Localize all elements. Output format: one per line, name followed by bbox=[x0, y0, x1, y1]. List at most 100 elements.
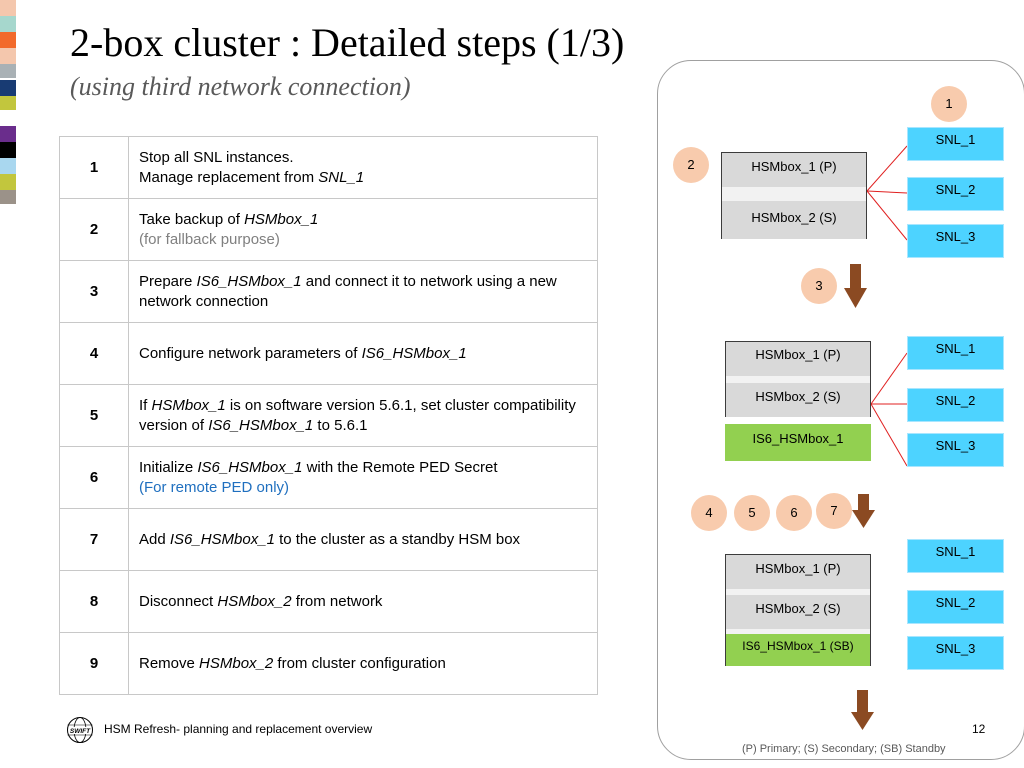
color-strip-block bbox=[0, 174, 16, 190]
hsm-secondary-label: HSMbox_2 (S) bbox=[722, 201, 866, 239]
step-text: and connect it to network using a new ne… bbox=[139, 272, 557, 310]
swift-logo-icon: SWIFT bbox=[67, 717, 93, 743]
hsm-cluster-stage-1: HSMbox_1 (P) HSMbox_2 (S) bbox=[721, 152, 867, 239]
step-text: Add bbox=[139, 530, 170, 548]
step-text: Configure network parameters of bbox=[139, 344, 362, 362]
step-number: 9 bbox=[59, 632, 129, 695]
step-text: Take backup of bbox=[139, 210, 245, 228]
step-circle: 6 bbox=[776, 495, 812, 531]
step-description: If HSMbox_1 is on software version 5.6.1… bbox=[128, 384, 598, 447]
snl-box: SNL_2 bbox=[907, 388, 1004, 422]
step-description: Remove HSMbox_2 from cluster configurati… bbox=[128, 632, 598, 695]
step-text: is on software version 5.6.1, set cluste… bbox=[139, 396, 576, 434]
snl-box: SNL_1 bbox=[907, 127, 1004, 161]
hsm-secondary-label: HSMbox_2 (S) bbox=[726, 383, 870, 417]
hsm-cluster-stage-2: HSMbox_1 (P) HSMbox_2 (S) bbox=[725, 341, 871, 417]
slide-title: 2-box cluster : Detailed steps (1/3) bbox=[70, 20, 625, 65]
slide-subtitle: (using third network connection) bbox=[70, 72, 411, 101]
step-text-italic: HSMbox_2 bbox=[199, 654, 274, 672]
hsm-primary-label: HSMbox_1 (P) bbox=[726, 342, 870, 376]
step-text-italic: HSMbox_2 bbox=[217, 592, 292, 610]
step-number: 2 bbox=[59, 198, 129, 261]
step-description: Initialize IS6_HSMbox_1 with the Remote … bbox=[128, 446, 598, 509]
step-number: 6 bbox=[59, 446, 129, 509]
color-strip-block bbox=[0, 16, 16, 32]
step-number: 7 bbox=[59, 508, 129, 571]
step-number: 3 bbox=[59, 260, 129, 323]
step-circle: 2 bbox=[673, 147, 709, 183]
step-text-italic: IS6_HSMbox_1 bbox=[169, 530, 275, 548]
step-description: Prepare IS6_HSMbox_1 and connect it to n… bbox=[128, 260, 598, 323]
step-text-italic: HSMbox_1 bbox=[244, 210, 319, 228]
step-description: Stop all SNL instances.Manage replacemen… bbox=[128, 136, 598, 199]
color-strip-block bbox=[0, 48, 16, 64]
step-text: from cluster configuration bbox=[273, 654, 446, 672]
color-strip-block bbox=[0, 126, 16, 142]
step-text-italic: SNL_1 bbox=[318, 168, 365, 186]
step-text-italic: IS6_HSMbox_1 bbox=[197, 458, 303, 476]
hsm-primary-label: HSMbox_1 (P) bbox=[726, 555, 870, 589]
color-strip-block bbox=[0, 0, 16, 16]
new-hsm-box-label: IS6_HSMbox_1 bbox=[725, 424, 871, 461]
snl-box: SNL_3 bbox=[907, 433, 1004, 467]
step-description: Take backup of HSMbox_1 (for fallback pur… bbox=[128, 198, 598, 261]
hsm-primary-label: HSMbox_1 (P) bbox=[722, 153, 866, 187]
footer-text: HSM Refresh- planning and replacement ov… bbox=[104, 722, 373, 736]
color-strip-block bbox=[0, 32, 16, 48]
step-text: Remove bbox=[139, 654, 200, 672]
step-circle: 7 bbox=[816, 493, 852, 529]
step-number: 8 bbox=[59, 570, 129, 633]
color-strip-block bbox=[0, 158, 16, 174]
step-text-italic: IS6_HSMbox_1 bbox=[361, 344, 467, 362]
step-text: with the Remote PED Secret bbox=[302, 458, 498, 476]
standby-hsm-box-label: IS6_HSMbox_1 (SB) bbox=[726, 634, 870, 666]
page-number: 12 bbox=[972, 722, 986, 736]
snl-box: SNL_3 bbox=[907, 636, 1004, 670]
hsm-secondary-label: HSMbox_2 (S) bbox=[726, 595, 870, 629]
step-text: Disconnect bbox=[139, 592, 218, 610]
step-note: (For remote PED only) bbox=[139, 478, 290, 496]
step-text: Initialize bbox=[139, 458, 198, 476]
step-description: Add IS6_HSMbox_1 to the cluster as a sta… bbox=[128, 508, 598, 571]
step-note: (for fallback purpose) bbox=[139, 230, 280, 248]
step-text-italic: HSMbox_1 bbox=[151, 396, 226, 414]
logo-text: SWIFT bbox=[70, 728, 91, 735]
step-description: Configure network parameters of IS6_HSMb… bbox=[128, 322, 598, 385]
step-text: If bbox=[139, 396, 152, 414]
step-text: to 5.6.1 bbox=[313, 416, 368, 434]
step-text: to the cluster as a standby HSM box bbox=[274, 530, 521, 548]
step-text: Stop all SNL instances. bbox=[139, 148, 294, 166]
hsm-cluster-stage-3: HSMbox_1 (P) HSMbox_2 (S) IS6_HSMbox_1 (… bbox=[725, 554, 871, 666]
step-text-italic: IS6_HSMbox_1 bbox=[208, 416, 314, 434]
snl-box: SNL_2 bbox=[907, 590, 1004, 624]
snl-box: SNL_2 bbox=[907, 177, 1004, 211]
step-text-italic: IS6_HSMbox_1 bbox=[196, 272, 302, 290]
step-number: 5 bbox=[59, 384, 129, 447]
step-number: 1 bbox=[59, 136, 129, 199]
color-strip-block bbox=[0, 96, 16, 110]
color-strip-block bbox=[0, 80, 16, 96]
snl-box: SNL_1 bbox=[907, 539, 1004, 573]
step-number: 4 bbox=[59, 322, 129, 385]
step-row: 2 Take backup of HSMbox_1 (for fallback pu… bbox=[59, 198, 598, 261]
step-text: from network bbox=[291, 592, 383, 610]
color-strip-block bbox=[0, 142, 16, 158]
color-strip-block bbox=[0, 190, 16, 204]
step-circle: 3 bbox=[801, 268, 837, 304]
step-text: Prepare bbox=[139, 272, 197, 290]
snl-box: SNL_3 bbox=[907, 224, 1004, 258]
legend-text: (P) Primary; (S) Secondary; (SB) Standby bbox=[742, 743, 946, 755]
color-strip-block bbox=[0, 64, 16, 78]
step-description: Disconnect HSMbox_2 from network bbox=[128, 570, 598, 633]
snl-box: SNL_1 bbox=[907, 336, 1004, 370]
step-circle: 5 bbox=[734, 495, 770, 531]
step-circle: 1 bbox=[931, 86, 967, 122]
